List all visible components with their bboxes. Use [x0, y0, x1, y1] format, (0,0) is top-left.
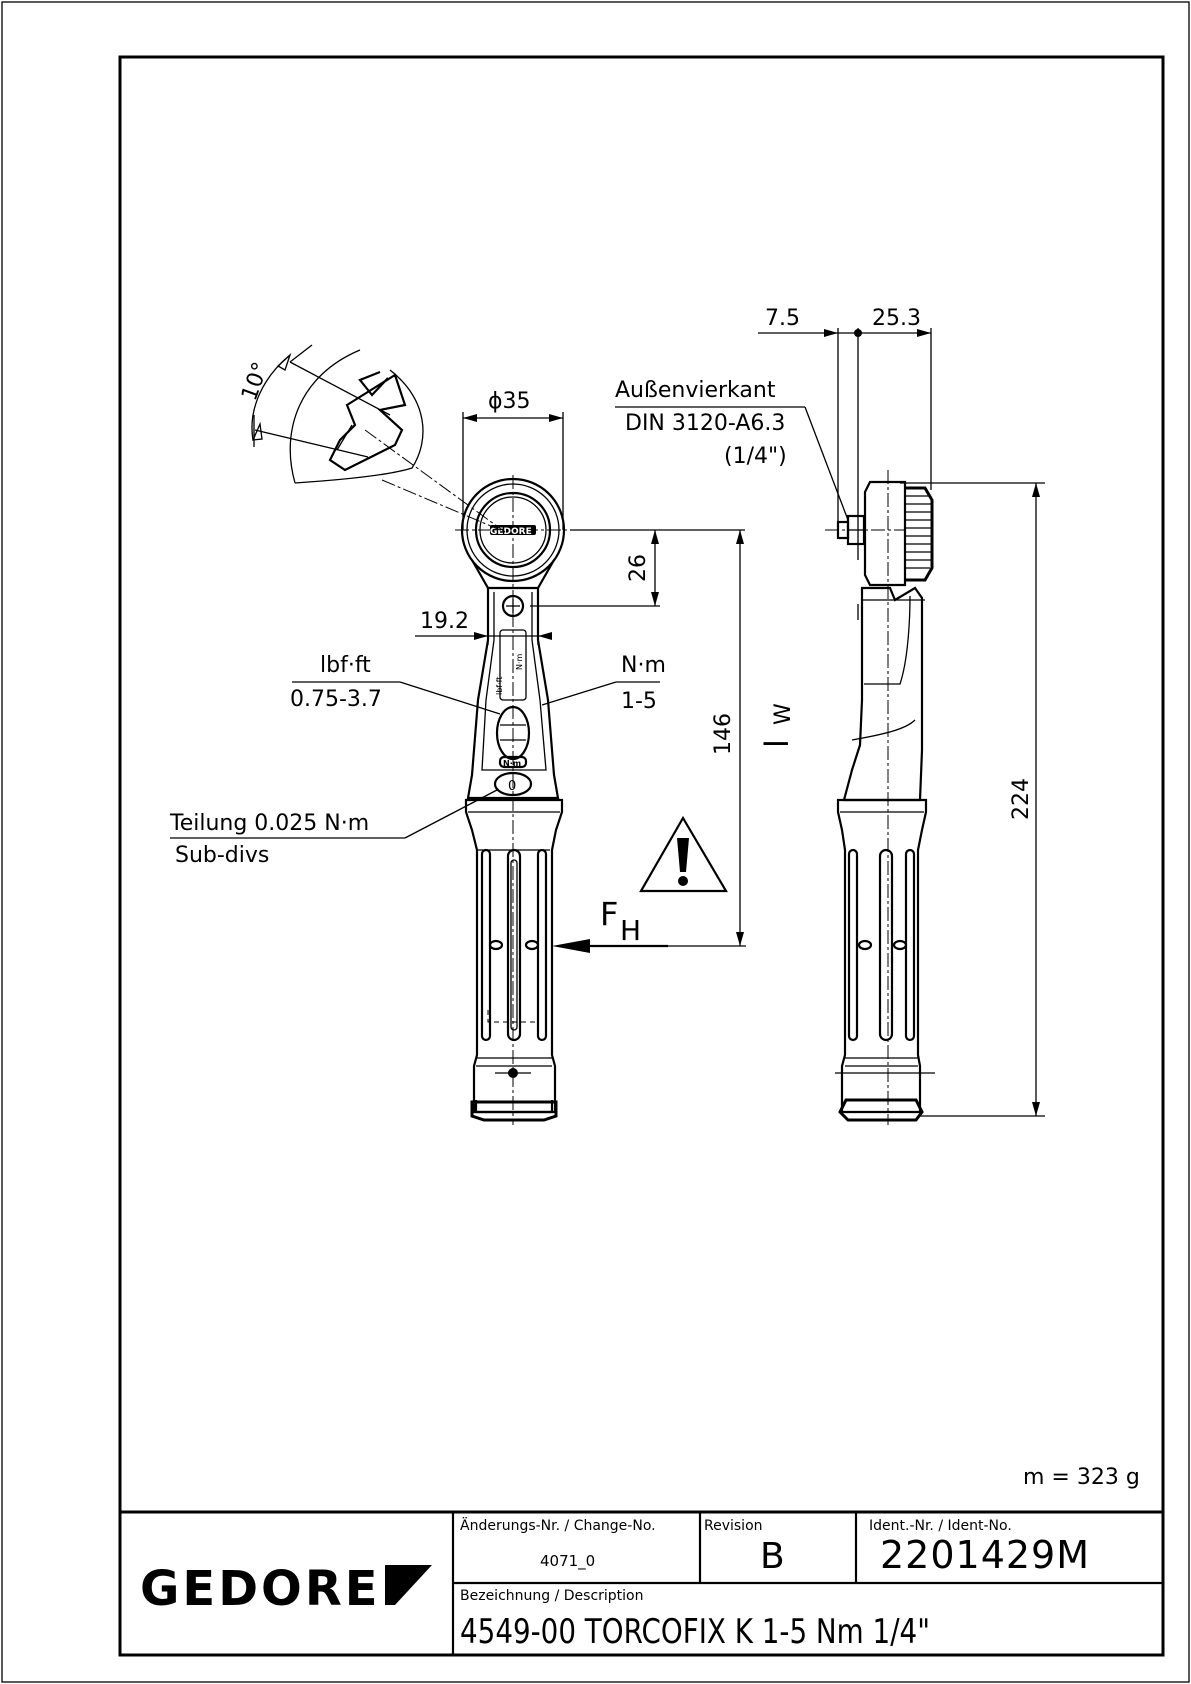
- drive-size: (1/4"): [724, 444, 787, 469]
- handle-grip: [464, 798, 564, 1114]
- svg-text:0: 0: [508, 779, 516, 794]
- change-no-label: Änderungs-Nr. / Change-No.: [460, 1516, 656, 1534]
- force-sub: H: [620, 914, 641, 947]
- svg-text:N·m: N·m: [503, 759, 521, 768]
- drive-standard: DIN 3120-A6.3: [625, 411, 785, 436]
- nm-scale-range: 1-5: [621, 689, 657, 714]
- dimension-26: 26: [626, 554, 651, 582]
- side-dimensions: 7.5 25.3 Außenvierkant DIN 3120-A6.3 (1/…: [615, 306, 1045, 1117]
- dimension-19-2: 19.2: [420, 609, 469, 634]
- lbf-scale-range: 0.75-3.7: [290, 687, 382, 712]
- side-body: [842, 586, 924, 802]
- dimension-224: 224: [1009, 778, 1034, 820]
- subdivision-label-de: Teilung 0.025 N·m: [169, 811, 369, 836]
- dimension-146: 146: [711, 713, 736, 755]
- subdivision-label-en: Sub-divs: [175, 843, 269, 868]
- mass-label: m = 323 g: [1023, 1465, 1140, 1490]
- change-no-value: 4071_0: [540, 1552, 595, 1571]
- front-view: GEDORE lbf·ft N·m N·m 0: [455, 475, 575, 1125]
- description-label: Bezeichnung / Description: [460, 1588, 644, 1604]
- warning-icon: [639, 815, 728, 893]
- gedore-logo-text: GEDORE: [140, 1561, 381, 1617]
- title-block: GEDORE Änderungs-Nr. / Change-No. 4071_0…: [120, 1510, 1163, 1655]
- front-dimensions: ϕ35 26 19.2 146 l W F H: [415, 389, 796, 953]
- effective-length-sub: W: [771, 703, 796, 725]
- revision-label: Revision: [704, 1518, 763, 1534]
- force-label: F: [600, 895, 618, 933]
- lbf-scale-label: lbf·ft: [320, 653, 371, 678]
- side-view: [825, 470, 935, 1125]
- svg-text:N·m: N·m: [515, 653, 524, 670]
- svg-text:lbf·ft: lbf·ft: [495, 677, 504, 695]
- drawing-border: [118, 55, 1165, 1657]
- revision-value: B: [760, 1536, 785, 1577]
- detail-view-teeth: 10°: [237, 344, 506, 533]
- ratchet-head-outer: [460, 477, 566, 583]
- head-diameter-dimension: ϕ35: [488, 389, 531, 414]
- dimension-7-5: 7.5: [765, 306, 800, 331]
- dimension-25-3: 25.3: [872, 306, 921, 331]
- gedore-logo-mark: [385, 1565, 432, 1605]
- drive-label-de: Außenvierkant: [615, 378, 776, 403]
- scale-annotations: lbf·ft 0.75-3.7 N·m 1-5 Teilung 0.025 N·…: [169, 653, 666, 868]
- description-value: 4549-00 TORCOFIX K 1-5 Nm 1/4": [460, 1612, 930, 1652]
- nm-scale-label: N·m: [621, 653, 666, 678]
- wrench-body: [466, 588, 560, 800]
- head-logo-text: GEDORE: [490, 527, 532, 537]
- ident-value: 2201429M: [880, 1533, 1090, 1577]
- angle-dimension: 10°: [237, 359, 274, 404]
- ident-label: Ident.-Nr. / Ident-No.: [869, 1518, 1012, 1534]
- effective-length-label: l: [758, 739, 796, 748]
